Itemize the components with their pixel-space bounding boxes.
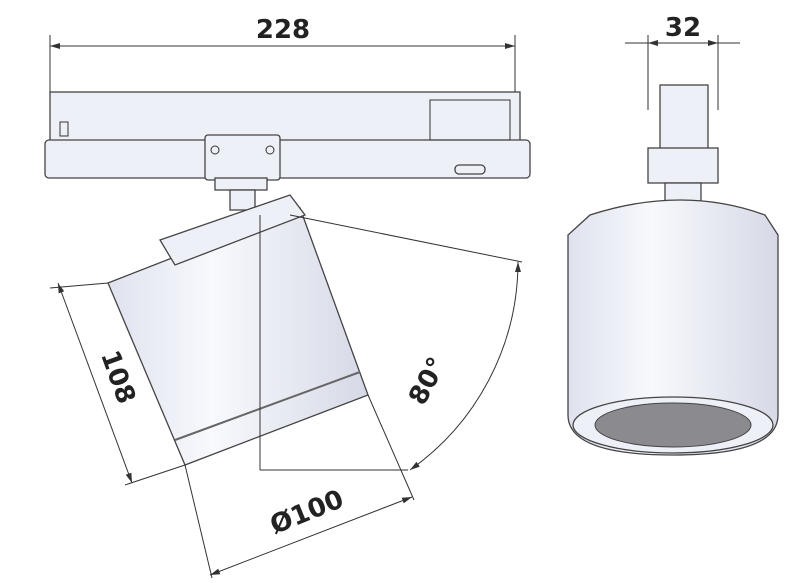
- tilted-spotlight: [107, 194, 369, 466]
- front-width-dimension: 32: [625, 13, 740, 110]
- front-width-label: 32: [665, 13, 701, 43]
- diameter-label: Ø100: [266, 484, 348, 540]
- front-spotlight: [567, 84, 779, 456]
- track-adapter: [44, 91, 531, 211]
- width-dim-label: 228: [256, 15, 310, 45]
- tilt-angle-label: 80°: [403, 352, 453, 410]
- lens: [594, 402, 752, 448]
- width-dimension: 228: [49, 15, 516, 92]
- front-view: 32: [567, 13, 779, 456]
- side-view: 228 108 80°: [44, 15, 531, 579]
